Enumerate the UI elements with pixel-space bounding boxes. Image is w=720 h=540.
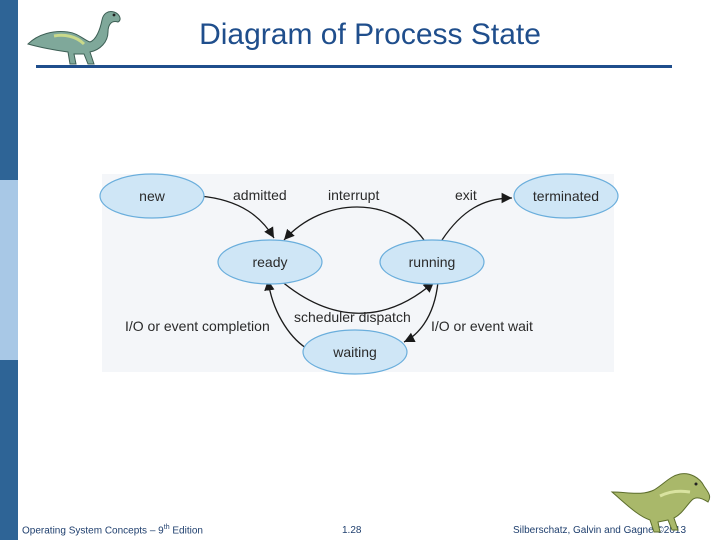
edge-io-event-wait: [403, 281, 439, 343]
sidebar-segment-middle: [0, 180, 18, 360]
edge-label-io-event-wait: I/O or event wait: [431, 318, 533, 334]
edge-interrupt: [283, 206, 425, 241]
sidebar-segment-bottom: [0, 360, 18, 540]
footer-book-title-sup: th: [163, 523, 170, 531]
footer-book-title: Operating System Concepts – 9th Edition: [22, 524, 203, 536]
slide-title: Diagram of Process State: [199, 18, 541, 51]
title-underline: [36, 65, 672, 68]
state-node-waiting: [302, 329, 408, 375]
footer-copyright: Silberschatz, Galvin and Gagne ©2013: [513, 525, 687, 536]
edge-label-admitted: admitted: [233, 187, 287, 203]
edge-exit: [441, 192, 513, 241]
footer-book-title-prefix: Operating System Concepts – 9: [22, 525, 164, 536]
sidebar-bar: [0, 0, 18, 540]
state-label-terminated: terminated: [533, 188, 599, 204]
edge-label-scheduler-dispatch: scheduler dispatch: [294, 309, 411, 325]
edge-label-interrupt: interrupt: [328, 187, 379, 203]
dinosaur-logo-bottom: [610, 473, 711, 533]
state-node-new: [99, 173, 205, 219]
state-node-running: [379, 239, 485, 285]
state-node-ready: [217, 239, 323, 285]
dinosaur-logo-top: [27, 11, 121, 65]
edge-label-exit: exit: [455, 187, 477, 203]
state-node-terminated: [513, 173, 619, 219]
state-label-waiting: waiting: [332, 344, 377, 360]
footer-page-number: 1.28: [342, 525, 362, 536]
sidebar-segment-top: [0, 0, 18, 180]
state-label-running: running: [409, 254, 456, 270]
process-state-diagram: new ready running waiting terminated adm…: [99, 173, 619, 375]
footer-book-title-suffix: Edition: [169, 525, 203, 536]
state-label-ready: ready: [252, 254, 287, 270]
state-label-new: new: [139, 188, 166, 204]
edge-label-io-event-completion: I/O or event completion: [125, 318, 270, 334]
edge-admitted: [199, 195, 275, 239]
edge-io-event-completion: [264, 279, 307, 349]
edge-scheduler-dispatch: [279, 279, 435, 314]
